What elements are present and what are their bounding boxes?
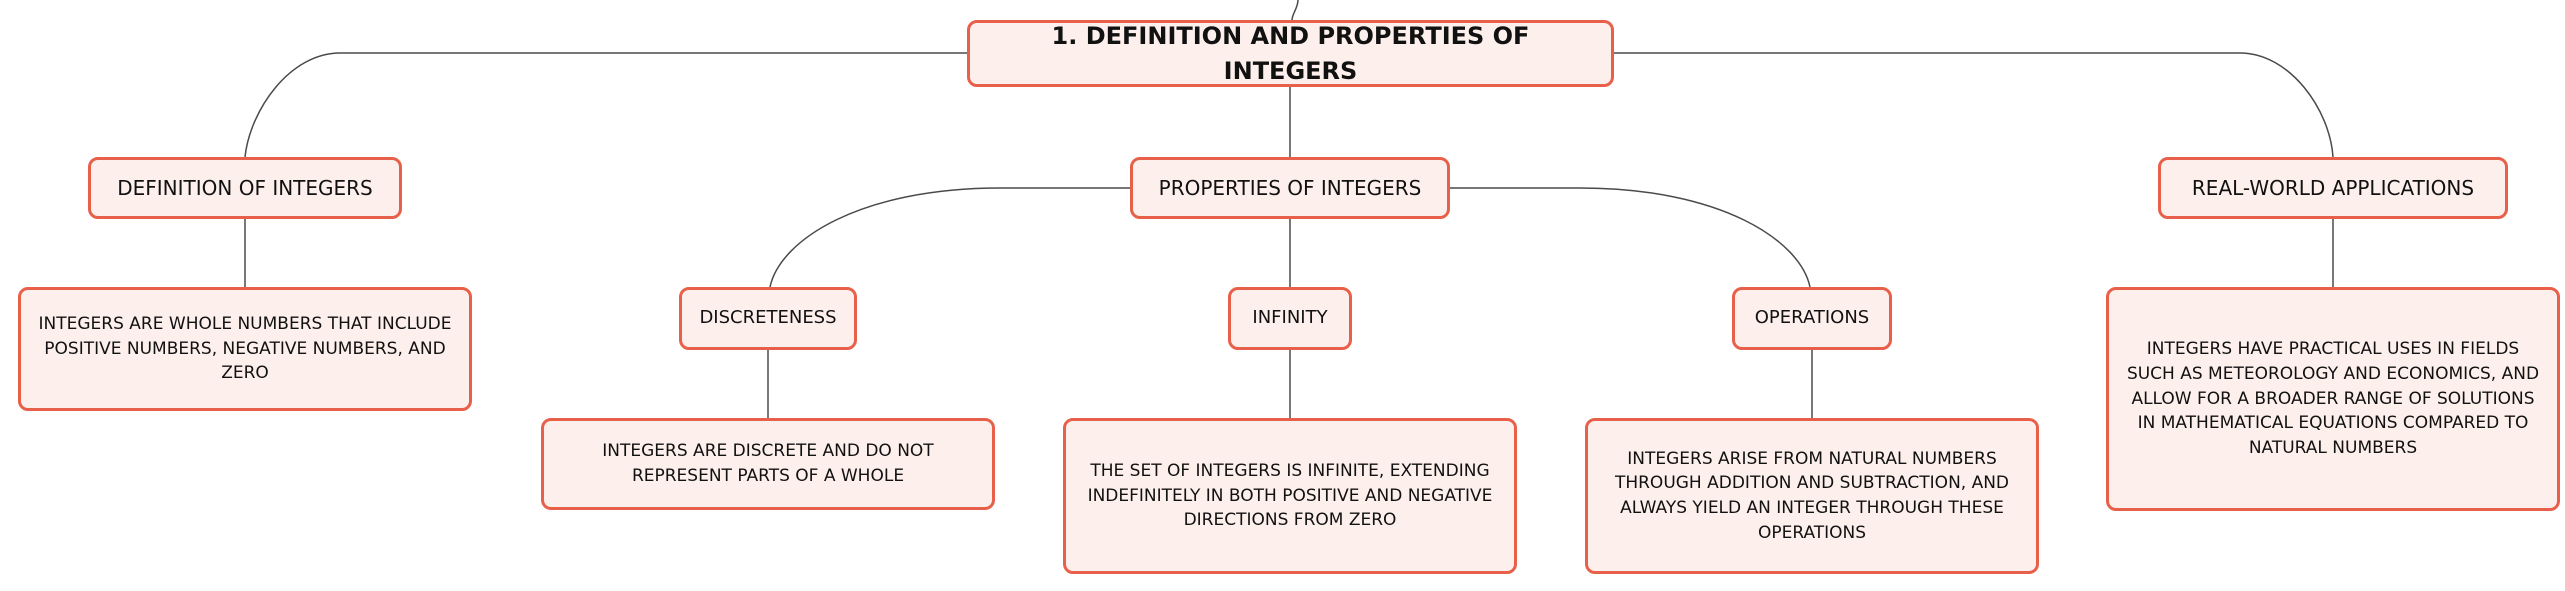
- connector-root-definition: [244, 52, 967, 158]
- detail-node-discreteness[interactable]: Integers are discrete and do not represe…: [541, 418, 995, 510]
- subtopic-node-operations[interactable]: Operations: [1732, 287, 1892, 350]
- detail-node-applications[interactable]: Integers have practical uses in fields s…: [2106, 287, 2560, 511]
- connector-properties-discreteness: [769, 187, 1130, 288]
- connector-root-applications: [1614, 52, 2334, 158]
- detail-node-infinity[interactable]: The set of integers is infinite, extendi…: [1063, 418, 1517, 574]
- connector-properties-operations: [1450, 187, 1811, 288]
- root-topic-node[interactable]: 1. Definition and Properties of Integers: [967, 20, 1614, 87]
- branch-node-definition[interactable]: Definition of Integers: [88, 157, 402, 219]
- subtopic-node-discreteness[interactable]: Discreteness: [679, 287, 857, 350]
- subtopic-node-infinity[interactable]: Infinity: [1228, 287, 1352, 350]
- branch-node-properties[interactable]: Properties of Integers: [1130, 157, 1450, 219]
- detail-node-operations[interactable]: Integers arise from natural numbers thro…: [1585, 418, 2039, 574]
- connector-incoming-root: [1291, 0, 1299, 21]
- detail-node-definition[interactable]: Integers are whole numbers that include …: [18, 287, 472, 411]
- branch-node-applications[interactable]: Real-World Applications: [2158, 157, 2508, 219]
